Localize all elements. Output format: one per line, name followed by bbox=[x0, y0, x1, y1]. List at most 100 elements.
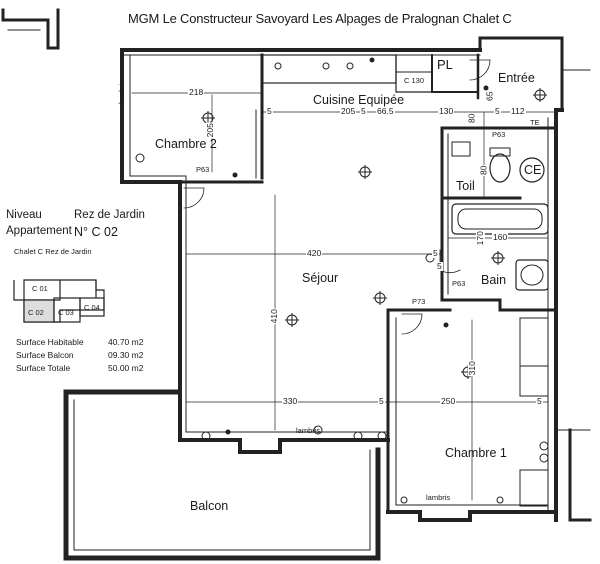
label-p73: P73 bbox=[412, 297, 426, 306]
socket-8 bbox=[539, 441, 549, 451]
dim-170: 170 bbox=[474, 230, 485, 247]
label-lambris-left: lambris bbox=[117, 79, 126, 104]
socket-13 bbox=[496, 496, 504, 504]
wc-bath-block bbox=[440, 126, 494, 302]
room-chambre1: Chambre 1 bbox=[445, 446, 507, 460]
room-ce: CE bbox=[524, 163, 542, 177]
dim-250: 250 bbox=[440, 396, 457, 406]
label-lambris-bottom: lambris bbox=[296, 426, 321, 435]
dim-5-f: 5 bbox=[378, 396, 385, 406]
socket-3 bbox=[313, 425, 323, 435]
location-minimap bbox=[13, 279, 105, 323]
socket-4 bbox=[201, 431, 211, 441]
appartement-label: Appartement bbox=[6, 225, 72, 237]
label-p63-c: P63 bbox=[452, 279, 466, 288]
niveau-label: Niveau bbox=[6, 209, 42, 221]
dim-130: 130 bbox=[438, 106, 455, 116]
label-lambris-chambre1: lambris bbox=[426, 493, 451, 502]
socket-5 bbox=[353, 431, 363, 441]
light-point-bain bbox=[491, 251, 505, 265]
unit-c04: C 04 bbox=[84, 303, 100, 312]
bath-sink bbox=[515, 259, 549, 291]
surface-value: 50.00 m2 bbox=[108, 363, 144, 373]
sejour-bottom-wall bbox=[178, 438, 390, 454]
socket-6 bbox=[377, 431, 387, 441]
dim-5-g: 5 bbox=[536, 396, 543, 406]
plan-title: MGM Le Constructeur Savoyard Les Alpages… bbox=[128, 11, 512, 26]
surface-label: Surface Habitable bbox=[16, 337, 84, 347]
unit-c01: C 01 bbox=[32, 284, 48, 293]
socket-12 bbox=[400, 496, 408, 504]
dim-5-b: 5 bbox=[360, 106, 367, 116]
dim-112: 112 bbox=[510, 106, 526, 116]
dim-80-toil: 80 bbox=[478, 164, 489, 176]
dim-66-5: 66.5 bbox=[376, 106, 395, 116]
surface-label: Surface Balcon bbox=[16, 350, 74, 360]
chambre1-closet bbox=[519, 317, 549, 367]
dim-5-e: 5 bbox=[436, 261, 443, 271]
switch-5 bbox=[225, 429, 231, 435]
label-te: TE bbox=[530, 118, 540, 127]
dim-65: 65 bbox=[484, 90, 495, 102]
room-sejour: Séjour bbox=[302, 271, 339, 285]
minimap-caption: Chalet C Rez de Jardin bbox=[14, 247, 92, 256]
surface-row: Surface Totale 50.00 m2 bbox=[16, 364, 143, 373]
appartement-value: N° C 02 bbox=[74, 225, 118, 239]
kitchen-counter bbox=[261, 54, 397, 84]
dim-330: 330 bbox=[282, 396, 299, 406]
dim-5-c: 5 bbox=[494, 106, 501, 116]
dim-5-d: 5 bbox=[432, 248, 439, 258]
niveau-value: Rez de Jardin bbox=[74, 209, 145, 221]
room-entree: Entrée bbox=[498, 71, 535, 85]
surface-row: Surface Balcon 09.30 m2 bbox=[16, 351, 143, 360]
room-bain: Bain bbox=[481, 273, 507, 287]
socket-7 bbox=[539, 453, 549, 463]
dim-5-a: 5 bbox=[266, 106, 273, 116]
ce-boiler bbox=[519, 157, 545, 183]
label-p63-a: P63 bbox=[196, 165, 210, 174]
dim-310: 310 bbox=[466, 360, 477, 377]
door-chambre2 bbox=[183, 187, 205, 209]
socket-9 bbox=[274, 62, 282, 70]
switch-2 bbox=[443, 322, 449, 328]
room-balcon: Balcon bbox=[190, 499, 229, 513]
dim-160: 160 bbox=[492, 232, 509, 242]
light-point-sejour-2 bbox=[285, 313, 299, 327]
room-chambre2: Chambre 2 bbox=[155, 137, 217, 151]
dim-420: 420 bbox=[306, 248, 323, 258]
balcony-outline bbox=[63, 389, 381, 561]
switch-4 bbox=[369, 57, 375, 63]
dim-410: 410 bbox=[268, 308, 279, 325]
switch-3 bbox=[483, 85, 489, 91]
entree-wall bbox=[478, 36, 564, 112]
label-c130: C 130 bbox=[404, 76, 425, 85]
dim-218: 218 bbox=[188, 87, 205, 97]
light-point-entree bbox=[533, 88, 547, 102]
unit-c03: C 03 bbox=[58, 308, 74, 317]
label-p63-b: P63 bbox=[492, 130, 506, 139]
unit-c02: C 02 bbox=[28, 308, 44, 317]
room-toil: Toil bbox=[456, 179, 475, 193]
dim-80-entree: 80 bbox=[466, 112, 477, 124]
dim-205-vertical: 205 bbox=[204, 122, 215, 139]
socket-1 bbox=[425, 253, 435, 263]
switch-1 bbox=[232, 172, 238, 178]
light-point-sejour bbox=[358, 165, 372, 179]
chambre1-bottom-wall bbox=[386, 510, 558, 522]
surface-value: 09.30 m2 bbox=[108, 350, 144, 360]
door-chambre1 bbox=[401, 313, 423, 335]
surface-label: Surface Totale bbox=[16, 363, 71, 373]
room-pl: PL bbox=[437, 57, 453, 72]
light-point-sejour-3 bbox=[373, 291, 387, 305]
exterior-wall-topleft bbox=[1, 8, 60, 50]
socket-10 bbox=[322, 62, 330, 70]
room-cuisine: Cuisine Equipée bbox=[313, 93, 405, 107]
dim-205-horizontal: 205 bbox=[340, 106, 357, 116]
socket-11 bbox=[346, 62, 354, 70]
wc-bowl bbox=[489, 153, 511, 183]
socket-2 bbox=[135, 153, 145, 163]
door-entree bbox=[469, 59, 491, 81]
